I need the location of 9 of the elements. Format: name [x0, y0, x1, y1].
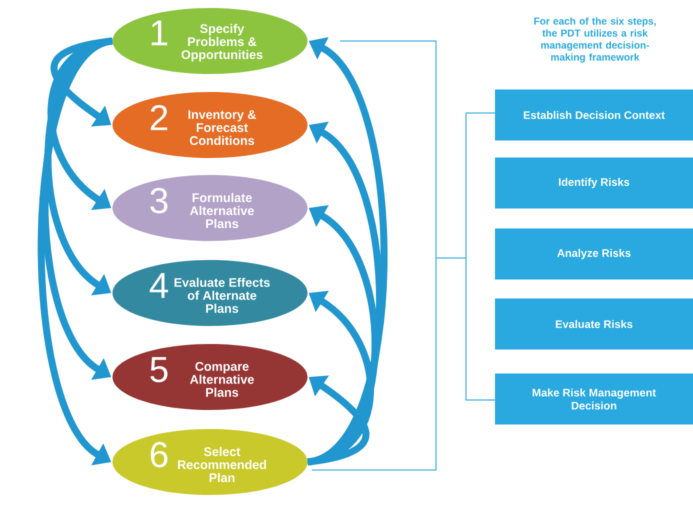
step-box: Evaluate Risks — [495, 298, 693, 350]
note-text: For each of the six steps, the PDT utilizes a risk management decision-making framework — [534, 17, 656, 63]
step-box: Establish Decision Context — [495, 90, 693, 140]
arrow — [48, 38, 114, 210]
step-box: Identify Risks — [495, 158, 693, 208]
step-box: Analyze Risks — [495, 228, 693, 280]
arrow — [307, 376, 370, 466]
arrow — [50, 38, 113, 126]
step-box: Make Risk Management Decision — [495, 374, 693, 424]
